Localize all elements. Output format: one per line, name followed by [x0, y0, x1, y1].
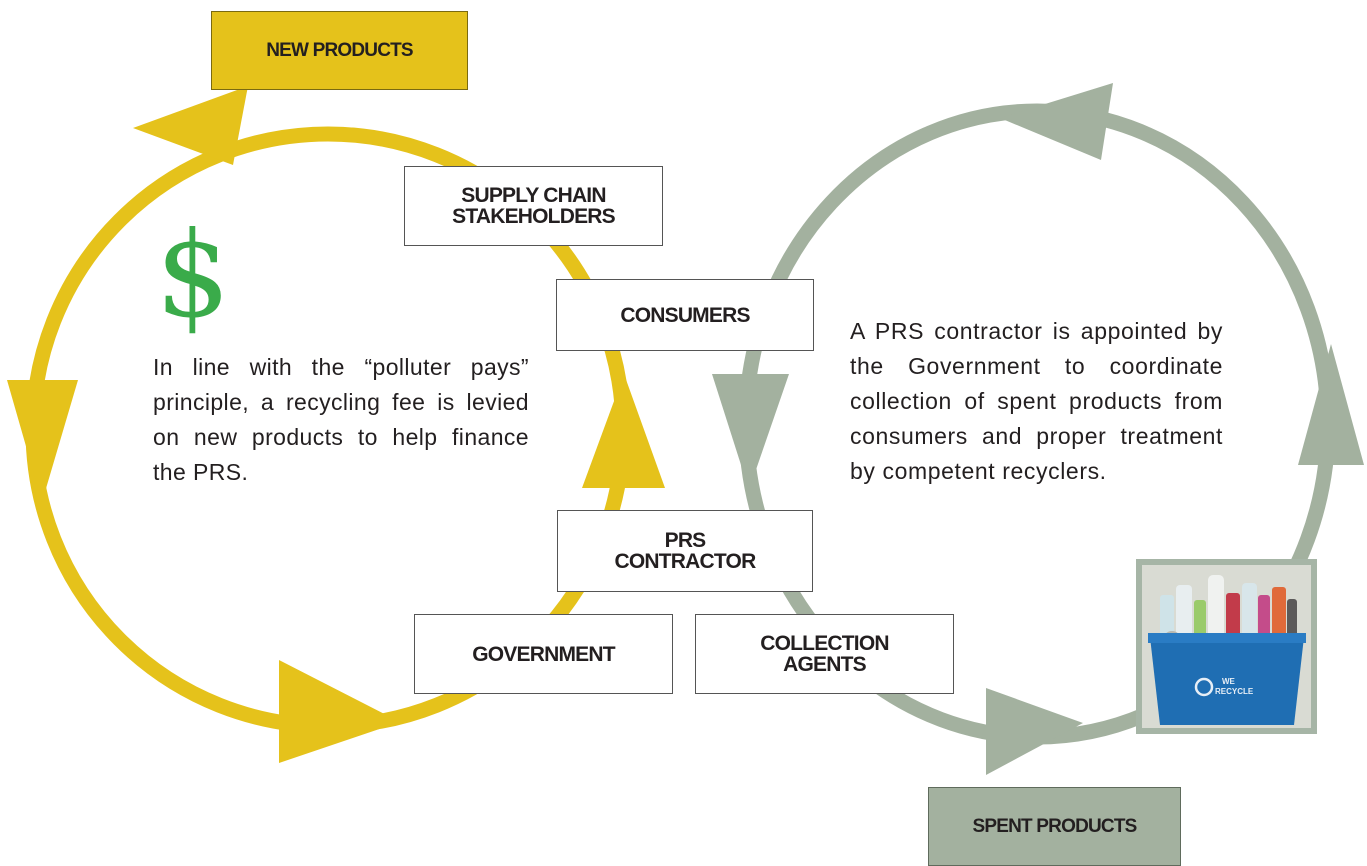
- bottle-shape: [1194, 600, 1206, 640]
- new-products-box: NEW PRODUCTS: [211, 11, 468, 90]
- recycle-bin-photo: WE RECYCLE: [1136, 559, 1317, 734]
- spent-products-box: SPENT PRODUCTS: [928, 787, 1181, 866]
- dollar-sign-icon: $: [155, 206, 231, 344]
- government-box: GOVERNMENT: [414, 614, 673, 694]
- bottle-shape: [1160, 595, 1174, 640]
- bottle-shape: [1226, 593, 1240, 640]
- spent-loop-arrow-bottom: [986, 688, 1083, 775]
- bin-rim: [1148, 633, 1306, 643]
- bottle-shape: [1287, 599, 1297, 640]
- spent-loop-arrow-middle: [712, 374, 789, 490]
- prs-contractor-box: PRS CONTRACTOR: [557, 510, 813, 592]
- prs-contractor-description: A PRS contractor is appointed by the Gov…: [850, 318, 1223, 484]
- recycle-bin-illustration: WE RECYCLE: [1142, 565, 1311, 728]
- new-loop-arrow-top: [133, 86, 248, 165]
- new-loop-arrow-left: [7, 380, 78, 502]
- collection-agents-label-line2: AGENTS: [783, 653, 867, 676]
- bottle-shape: [1176, 585, 1192, 640]
- spent-loop-arrow-right: [1298, 344, 1364, 465]
- spent-products-label: SPENT PRODUCTS: [972, 816, 1137, 837]
- bin-body: [1150, 637, 1304, 725]
- bottle-shape: [1258, 595, 1270, 640]
- consumers-box: CONSUMERS: [556, 279, 814, 351]
- supply-chain-label-line1: SUPPLY CHAIN: [461, 184, 606, 207]
- collection-agents-box: COLLECTION AGENTS: [695, 614, 954, 694]
- consumers-label: CONSUMERS: [620, 303, 750, 327]
- new-loop-arrow-middle: [582, 374, 665, 488]
- new-products-label: NEW PRODUCTS: [266, 40, 413, 61]
- prs-contractor-label-line1: PRS: [664, 529, 707, 552]
- bin-label-line1: WE: [1222, 677, 1236, 686]
- bottle-shape: [1272, 587, 1286, 640]
- recycle-symbol-icon: [1194, 677, 1214, 697]
- recycling-fee-description: In line with the “polluter pays” princip…: [153, 354, 529, 485]
- spent-loop-arrow-top: [1000, 83, 1113, 160]
- supply-chain-label-line2: STAKEHOLDERS: [452, 205, 615, 228]
- government-label: GOVERNMENT: [472, 642, 615, 666]
- bottle-shape: [1242, 583, 1257, 640]
- collection-agents-label-line1: COLLECTION: [760, 632, 889, 655]
- new-loop-arrow-bottom: [279, 660, 400, 763]
- prs-contractor-label-line2: CONTRACTOR: [614, 550, 757, 573]
- bottle-shape: [1208, 575, 1224, 640]
- supply-chain-stakeholders-box: SUPPLY CHAIN STAKEHOLDERS: [404, 166, 663, 246]
- bin-label-line2: RECYCLE: [1215, 687, 1254, 696]
